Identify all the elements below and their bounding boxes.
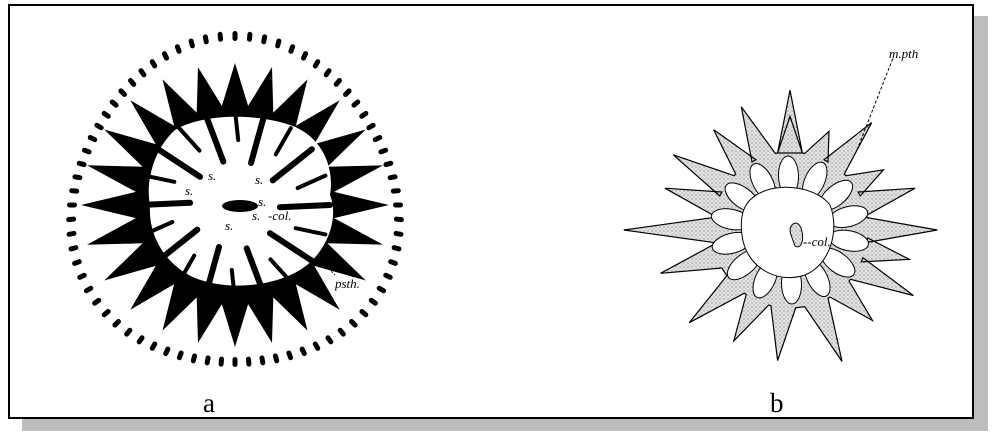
- ring-dash: [233, 31, 238, 41]
- central-cavity: [741, 187, 834, 277]
- ring-dash: [233, 357, 238, 367]
- label-s-2: s.: [208, 168, 216, 183]
- label-s-6: s.: [252, 208, 260, 223]
- ring-dash: [383, 160, 394, 167]
- ring-dash: [149, 341, 158, 352]
- ring-dash: [127, 77, 137, 88]
- ring-dash: [368, 297, 379, 307]
- ring-dash: [72, 174, 83, 181]
- ring-dash: [272, 353, 279, 364]
- ring-dash: [117, 87, 128, 98]
- ring-dash: [76, 272, 87, 281]
- ring-dash: [83, 285, 94, 294]
- ring-dash: [387, 174, 398, 181]
- caption-b: b: [770, 388, 784, 419]
- label-col-b: --col.: [803, 234, 831, 249]
- ring-dash: [312, 58, 321, 69]
- ring-dash: [342, 87, 353, 98]
- ring-dash: [69, 188, 79, 194]
- ring-dash: [372, 134, 383, 143]
- ring-dash: [246, 356, 252, 366]
- ring-dash: [286, 350, 294, 361]
- panel-a-illustration: s. s. s. s. s. s. -col. psth.: [50, 20, 410, 390]
- ring-dash: [76, 160, 87, 167]
- label-s-5: s.: [225, 218, 233, 233]
- ring-dash: [101, 308, 112, 318]
- ring-dash: [202, 34, 209, 45]
- ring-dash: [324, 334, 334, 345]
- ring-dash: [387, 258, 398, 266]
- ring-dash: [217, 32, 223, 42]
- label-s-1: s.: [185, 183, 193, 198]
- ring-dash: [275, 38, 282, 49]
- ring-dash: [393, 203, 403, 208]
- ring-dash: [299, 346, 308, 357]
- ring-dash: [358, 308, 369, 318]
- ring-dash: [259, 355, 266, 366]
- ring-dash: [68, 245, 79, 252]
- ring-dash: [66, 231, 77, 238]
- ring-dash: [138, 67, 148, 78]
- ring-dash: [81, 147, 92, 155]
- ring-dash: [71, 258, 82, 266]
- ring-dash: [382, 272, 393, 281]
- septum-line: [140, 203, 190, 205]
- caption-a: a: [203, 388, 215, 419]
- ring-dash: [393, 231, 404, 238]
- ring-dash: [111, 318, 122, 329]
- ring-dash: [261, 34, 268, 45]
- ring-dash: [247, 32, 253, 42]
- ring-dash: [337, 327, 347, 338]
- ring-dash: [188, 38, 195, 49]
- ring-dash: [358, 110, 369, 120]
- label-psth: psth.: [334, 276, 360, 291]
- ring-dash: [323, 67, 333, 78]
- ring-dash: [174, 44, 182, 55]
- ring-dash: [67, 203, 77, 208]
- ring-dash: [391, 245, 402, 252]
- ring-dash: [123, 327, 133, 338]
- ring-dash: [394, 216, 404, 222]
- ring-dash: [365, 122, 376, 131]
- ring-dash: [136, 334, 146, 345]
- ring-dash: [218, 356, 224, 366]
- panel-b-illustration: --col. m.pth: [575, 50, 955, 410]
- ring-dash: [333, 77, 343, 88]
- ring-dash: [176, 350, 184, 361]
- ring-dash: [378, 147, 389, 155]
- ring-dash: [350, 98, 361, 108]
- ring-dash: [391, 188, 401, 194]
- ring-dash: [312, 341, 321, 352]
- ring-dash: [91, 297, 102, 307]
- label-s-4: s.: [258, 194, 266, 209]
- ring-dash: [109, 98, 120, 108]
- label-mpth: m.pth: [889, 50, 918, 61]
- ring-dash: [149, 58, 158, 69]
- ring-dash: [161, 50, 170, 61]
- ring-dash: [66, 216, 76, 222]
- ring-dash: [348, 318, 359, 329]
- ring-dash: [288, 44, 296, 55]
- ring-dash: [300, 50, 309, 61]
- label-s-3: s.: [255, 172, 263, 187]
- ring-dash: [190, 353, 197, 364]
- ring-dash: [87, 134, 98, 143]
- ring-dash: [162, 346, 171, 357]
- label-col-a: -col.: [268, 208, 291, 223]
- septum-line: [280, 205, 330, 207]
- ring-dash: [376, 285, 387, 294]
- ring-dash: [93, 122, 104, 131]
- ring-dash: [204, 355, 211, 366]
- ring-dash: [101, 110, 112, 120]
